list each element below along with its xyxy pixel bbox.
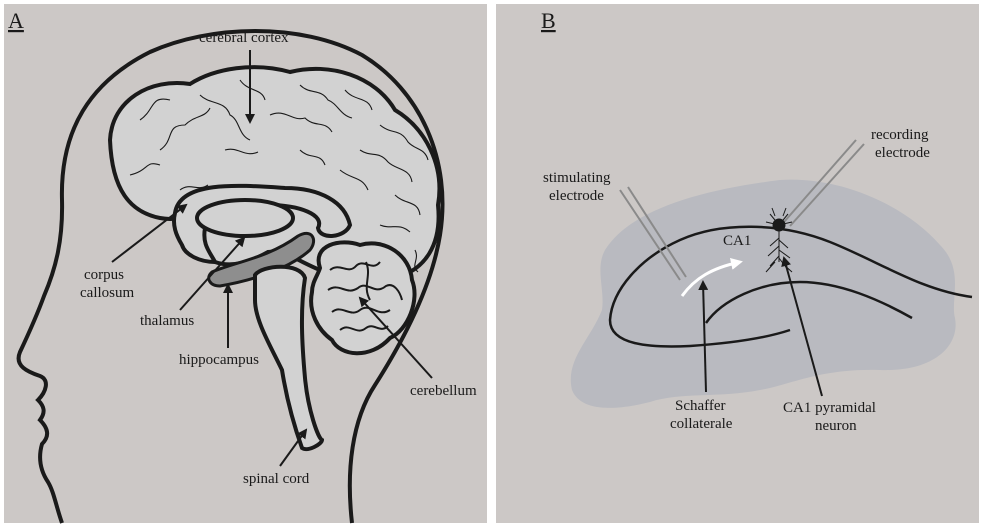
panel-a-letter: A (8, 8, 24, 33)
label-cerebellum: cerebellum (410, 383, 477, 399)
label-corpus-callosum-1: corpus (84, 267, 124, 283)
label-schaffer-2: collaterale (670, 416, 733, 432)
label-stimulating-1: stimulating (543, 170, 611, 186)
label-pyramidal-2: neuron (815, 418, 857, 434)
label-hippocampus: hippocampus (179, 352, 259, 368)
thalamus (197, 200, 293, 236)
label-spinal-cord: spinal cord (243, 471, 310, 487)
label-thalamus: thalamus (140, 313, 194, 329)
label-recording-2: electrode (875, 145, 930, 161)
label-recording-1: recording (871, 127, 929, 143)
label-cerebral-cortex: cerebral cortex (199, 30, 289, 46)
label-ca1: CA1 (723, 233, 751, 249)
label-schaffer-1: Schaffer (675, 398, 726, 414)
panel-a: A (4, 4, 487, 523)
label-pyramidal-1: CA1 pyramidal (783, 400, 876, 416)
panel-b: B stimulating electrode recording (496, 4, 979, 523)
label-stimulating-2: electrode (549, 188, 604, 204)
panel-b-letter: B (541, 8, 556, 33)
label-corpus-callosum-2: callosum (80, 285, 134, 301)
